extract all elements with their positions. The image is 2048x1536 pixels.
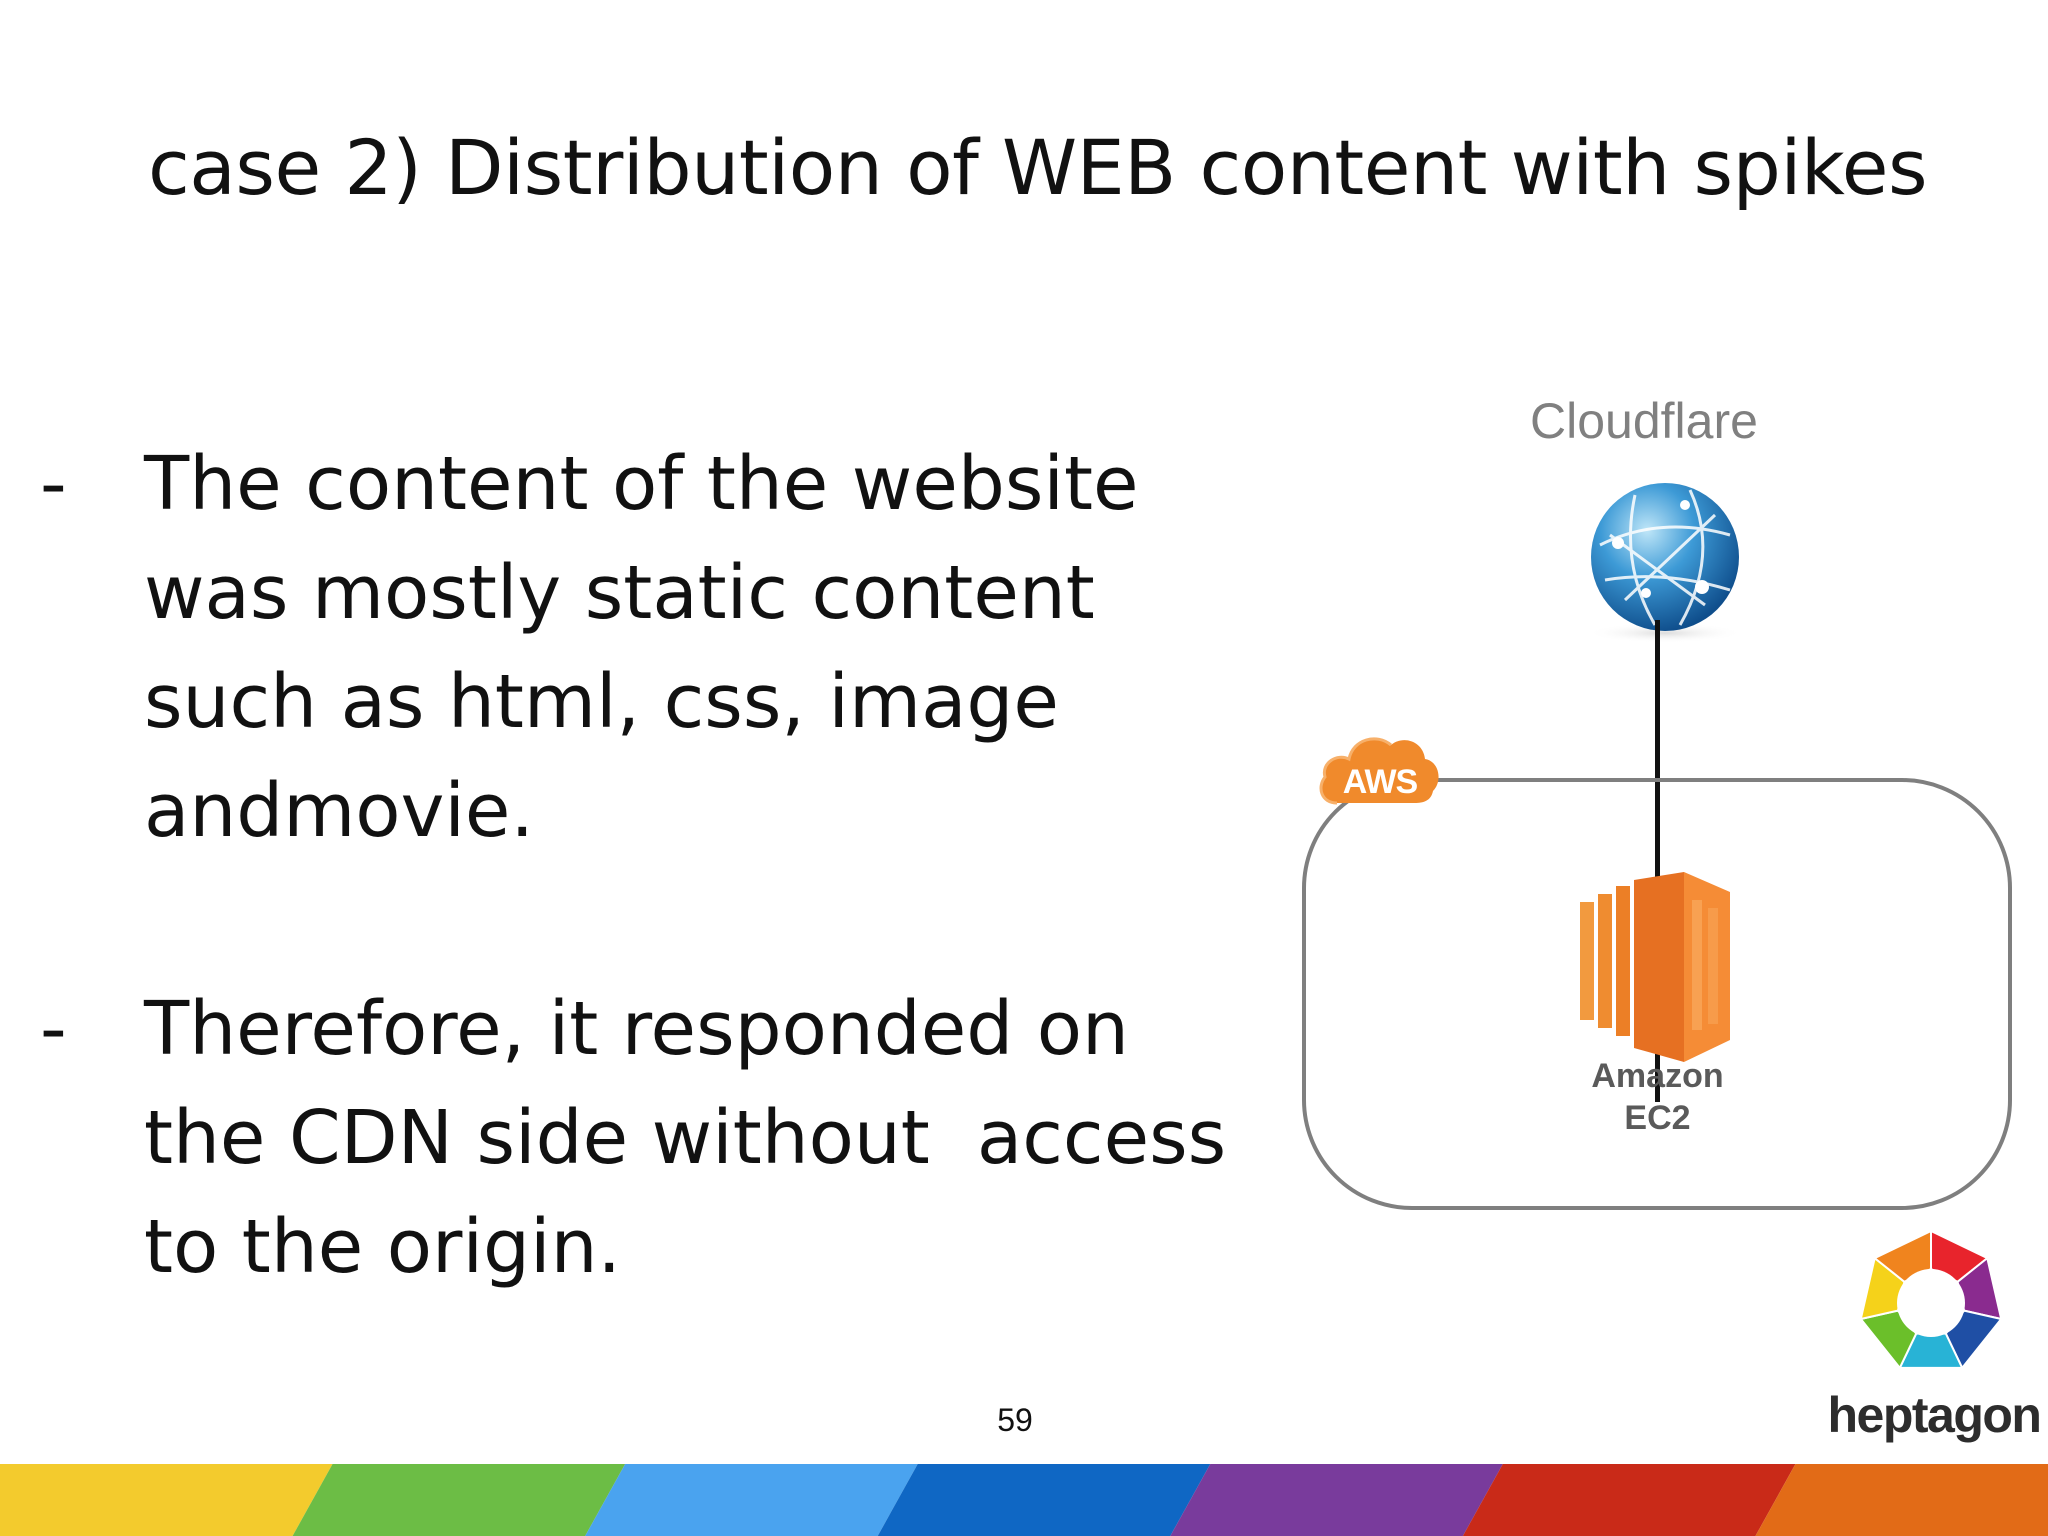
footer-stripe <box>877 1464 1211 1536</box>
bullet-line: andmovie. <box>144 768 534 854</box>
bullet-line: The content of the website <box>144 441 1139 527</box>
cdn-label: Cloudflare <box>1530 393 1758 449</box>
footer-color-band <box>0 1464 2048 1536</box>
heptagon-logo-icon <box>1859 1229 2003 1370</box>
ec2-server-icon <box>1580 872 1730 1062</box>
architecture-diagram: Cloudflare <box>1280 380 2048 1280</box>
bullet-text: The content of the website was mostly st… <box>144 430 1284 866</box>
aws-region-box <box>1302 778 2012 1210</box>
bullet-text: Therefore, it responded on the CDN side … <box>144 975 1284 1302</box>
bullet-line: Therefore, it responded on <box>144 986 1129 1072</box>
aws-badge-label: AWS <box>1342 763 1418 801</box>
ec2-label-line: EC2 <box>1624 1099 1691 1137</box>
bullet-line: to the origin. <box>144 1204 621 1290</box>
footer-stripe <box>585 1464 918 1536</box>
footer-stripe <box>1755 1464 2048 1536</box>
bullet-marker: - <box>40 986 67 1072</box>
bullet-marker: - <box>40 441 67 527</box>
footer-stripe <box>1462 1464 1796 1536</box>
footer-stripe <box>0 1464 333 1536</box>
footer-stripe <box>1170 1464 1503 1536</box>
footer-stripe <box>292 1464 626 1536</box>
globe-icon <box>1587 483 1743 643</box>
logo-wordmark: heptagon <box>1827 1387 2042 1443</box>
slide-title: case 2) Distribution of WEB content with… <box>148 123 1928 212</box>
bullet-line: the CDN side without access <box>144 1095 1227 1181</box>
page-number: 59 <box>997 1402 1033 1438</box>
ec2-label: Amazon EC2 <box>1550 1055 1765 1139</box>
bullet-line: was mostly static content <box>144 550 1095 636</box>
bullet-line: such as html, css, image <box>144 659 1059 745</box>
ec2-label-line: Amazon <box>1591 1057 1724 1095</box>
cdn-to-ec2-connector <box>1655 620 1660 1102</box>
aws-cloud-icon <box>1319 737 1439 805</box>
